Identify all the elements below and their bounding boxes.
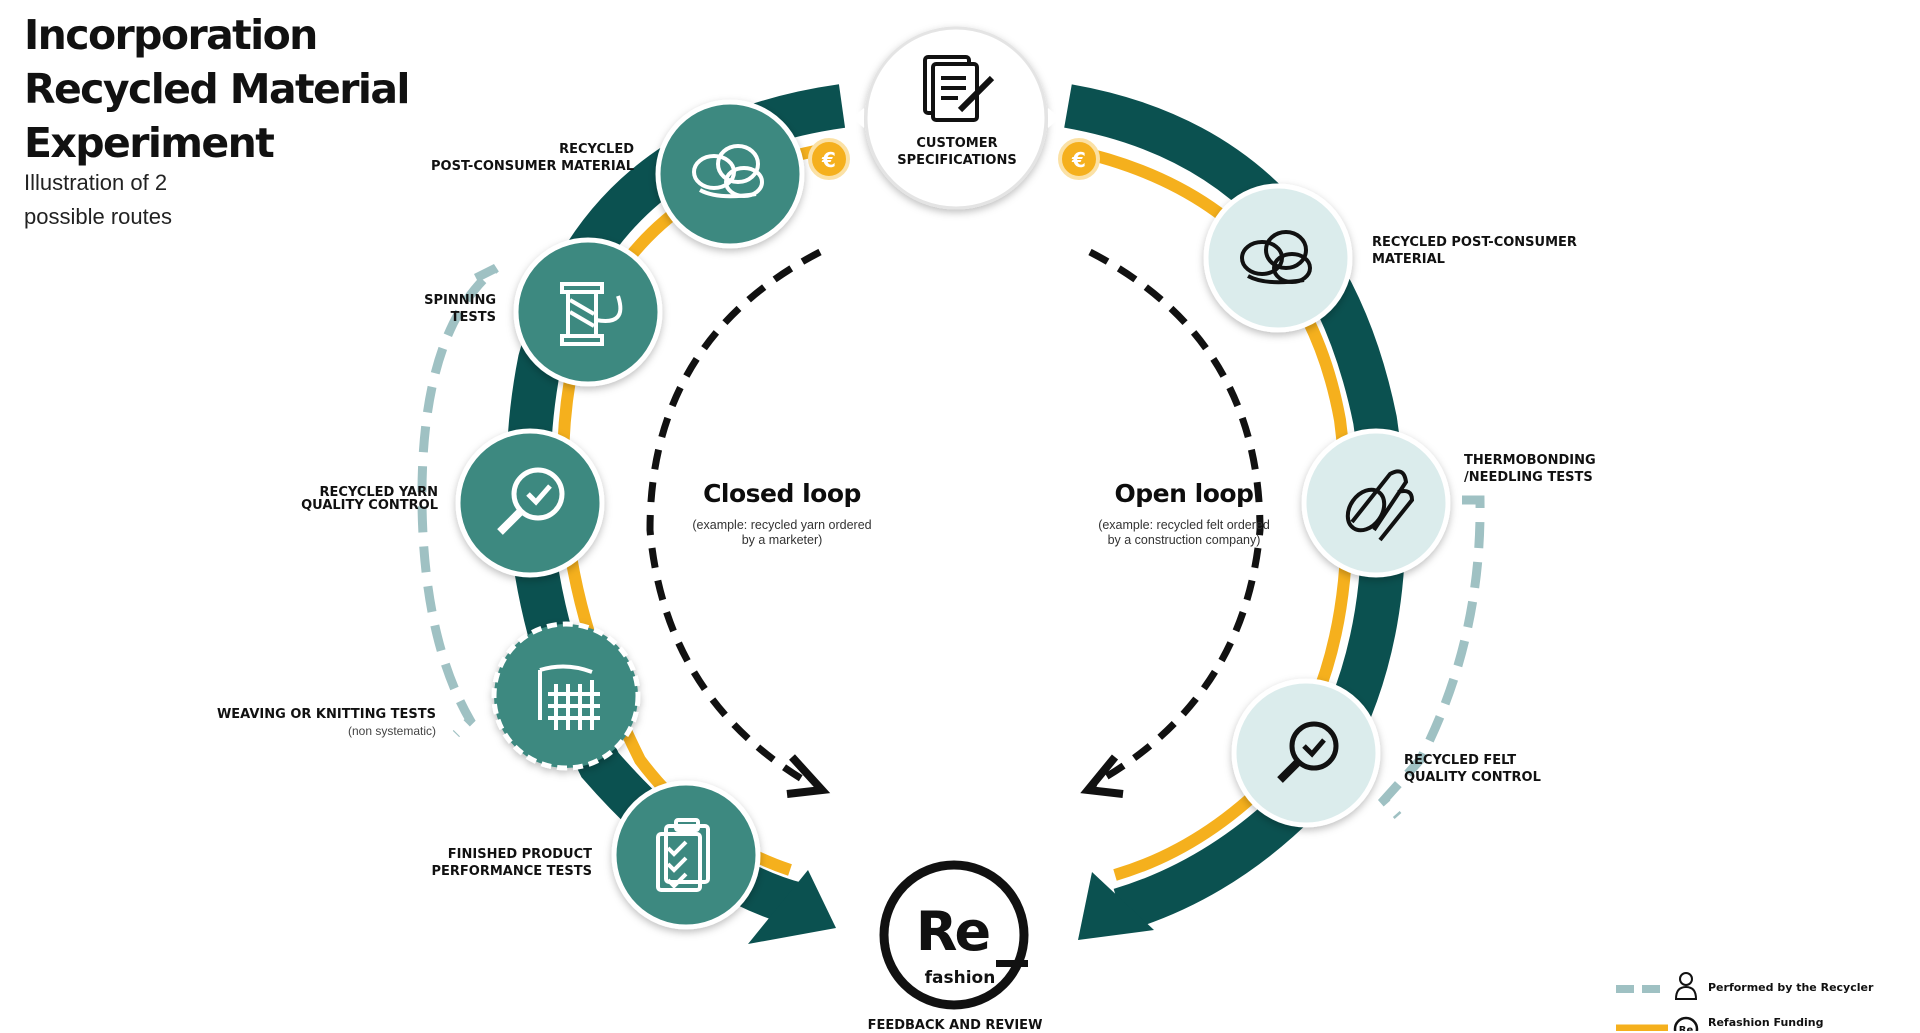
closed-step-label-yarn-quality-control: RECYCLED YARN QUALITY CONTROL — [301, 486, 438, 512]
fabric-grid-icon — [538, 664, 600, 730]
label-note: (non systematic) — [347, 724, 436, 738]
open-step-label-recycled-material: RECYCLED POST-CONSUMER MATERIAL — [1372, 234, 1577, 268]
svg-text:€: € — [821, 148, 836, 172]
label-line: THERMOBONDING — [1464, 453, 1596, 468]
closed-step-label-weaving-knitting: WEAVING OR KNITTING TESTS (non systemati… — [217, 706, 436, 740]
page-title: Incorporation Recycled Material Experime… — [24, 8, 410, 170]
open-node-felt-quality-control — [1231, 678, 1381, 828]
closed-loop-example: (example: recycled yarn ordered by a mar… — [652, 518, 912, 548]
label-line: /NEEDLING TESTS — [1464, 470, 1593, 485]
closed-step-label-spinning: SPINNING TESTS — [424, 292, 496, 326]
funding-euro-coin-left: € — [808, 138, 850, 180]
label-line: SPINNING — [424, 293, 496, 308]
title-line: Incorporation — [24, 11, 318, 59]
legend-funding-label: Refashion Funding — [1708, 1016, 1824, 1029]
document-pencil-icon — [923, 55, 995, 122]
label-line: SPECIFICATIONS — [897, 153, 1017, 168]
recycler-bracket-left — [417, 263, 499, 738]
label-line: TESTS — [450, 310, 496, 325]
checklist-clipboard-icon — [656, 818, 710, 892]
thread-spool-icon — [560, 282, 623, 346]
refashion-mini-logo-icon: Re — [1673, 1016, 1699, 1031]
label-line: QUALITY CONTROL — [301, 498, 438, 513]
svg-text:Re: Re — [916, 900, 990, 963]
recycler-bracket-right — [1377, 495, 1485, 819]
open-loop-example: (example: recycled felt ordered by a con… — [1054, 518, 1314, 548]
label-line: WEAVING OR KNITTING TESTS — [216, 707, 436, 722]
yarn-ball-icon — [1240, 230, 1312, 285]
open-node-thermobonding — [1301, 428, 1451, 578]
label-line: FEEDBACK AND REVIEW — [867, 1018, 1043, 1033]
closed-node-yarn-quality-control — [455, 428, 605, 578]
magnifier-check-icon — [1277, 721, 1339, 783]
label-line: QUALITY CONTROL — [1404, 770, 1541, 785]
closed-node-finished-product — [611, 780, 761, 930]
closed-node-spinning — [513, 237, 663, 387]
closed-loop-dashed-arrowhead — [786, 754, 831, 798]
closed-step-label-finished-product: FINISHED PRODUCT PERFORMANCE TESTS — [431, 846, 592, 880]
svg-text:fashion: fashion — [925, 968, 996, 988]
closed-loop-dashed-arrow — [646, 248, 822, 789]
label-line: RECYCLED — [559, 142, 634, 157]
open-loop-dashed-arrowhead — [1080, 754, 1124, 798]
closed-node-weaving-knitting — [491, 621, 641, 771]
example-line: by a construction company) — [1107, 533, 1261, 547]
closed-loop-heading: Closed loop — [703, 479, 861, 508]
label-line: RECYCLED YARN — [319, 485, 438, 500]
closed-loop-arrowhead — [748, 870, 836, 944]
label-line: FINISHED PRODUCT — [447, 847, 592, 862]
label-line: POST-CONSUMER MATERIAL — [431, 159, 634, 174]
title-line: Recycled Material — [24, 65, 410, 113]
funding-euro-coin-right: € — [1058, 138, 1100, 180]
yarn-ball-icon — [692, 144, 764, 199]
subtitle-line: possible routes — [24, 204, 172, 229]
label-line: RECYCLED FELT — [1404, 753, 1517, 768]
example-line: (example: recycled felt ordered — [1098, 518, 1270, 532]
customer-specifications-node — [852, 26, 1060, 210]
label-line: PERFORMANCE TESTS — [431, 864, 592, 879]
title-line: Experiment — [24, 119, 275, 167]
closed-step-label-recycled-material: RECYCLED POST-CONSUMER MATERIAL — [431, 141, 634, 175]
feedback-review-label: FEEDBACK AND REVIEW — [830, 1018, 1080, 1033]
svg-text:Re: Re — [1679, 1025, 1694, 1031]
page-subtitle: Illustration of 2 possible routes — [24, 166, 172, 234]
subtitle-line: Illustration of 2 — [24, 170, 168, 195]
open-loop-heading: Open loop — [1114, 479, 1254, 508]
open-loop-dashed-arrow — [1088, 248, 1264, 789]
legend-recycler-label: Performed by the Recycler — [1708, 981, 1874, 994]
example-line: by a marketer) — [741, 533, 823, 547]
refashion-logo: Re fashion — [879, 860, 1029, 1010]
open-loop-arrowhead — [1078, 872, 1154, 940]
recycler-person-icon — [1674, 972, 1698, 1000]
magnifier-check-icon — [497, 467, 565, 535]
open-step-label-felt-quality-control: RECYCLED FELT QUALITY CONTROL — [1404, 752, 1541, 786]
open-step-label-thermobonding: THERMOBONDING /NEEDLING TESTS — [1464, 452, 1596, 486]
felt-roll-icon — [1345, 469, 1415, 542]
label-line: MATERIAL — [1372, 252, 1445, 267]
open-loop-heading-block: Open loop (example: recycled felt ordere… — [1054, 478, 1314, 548]
closed-loop-heading-block: Closed loop (example: recycled yarn orde… — [652, 478, 912, 548]
customer-specifications-label: CUSTOMER SPECIFICATIONS — [882, 135, 1032, 169]
svg-text:€: € — [1071, 148, 1086, 172]
example-line: (example: recycled yarn ordered — [692, 518, 872, 532]
label-line: CUSTOMER — [916, 136, 998, 151]
label-line: RECYCLED POST-CONSUMER — [1372, 235, 1577, 250]
open-node-recycled-material — [1203, 183, 1353, 333]
closed-node-recycled-material — [655, 99, 805, 249]
